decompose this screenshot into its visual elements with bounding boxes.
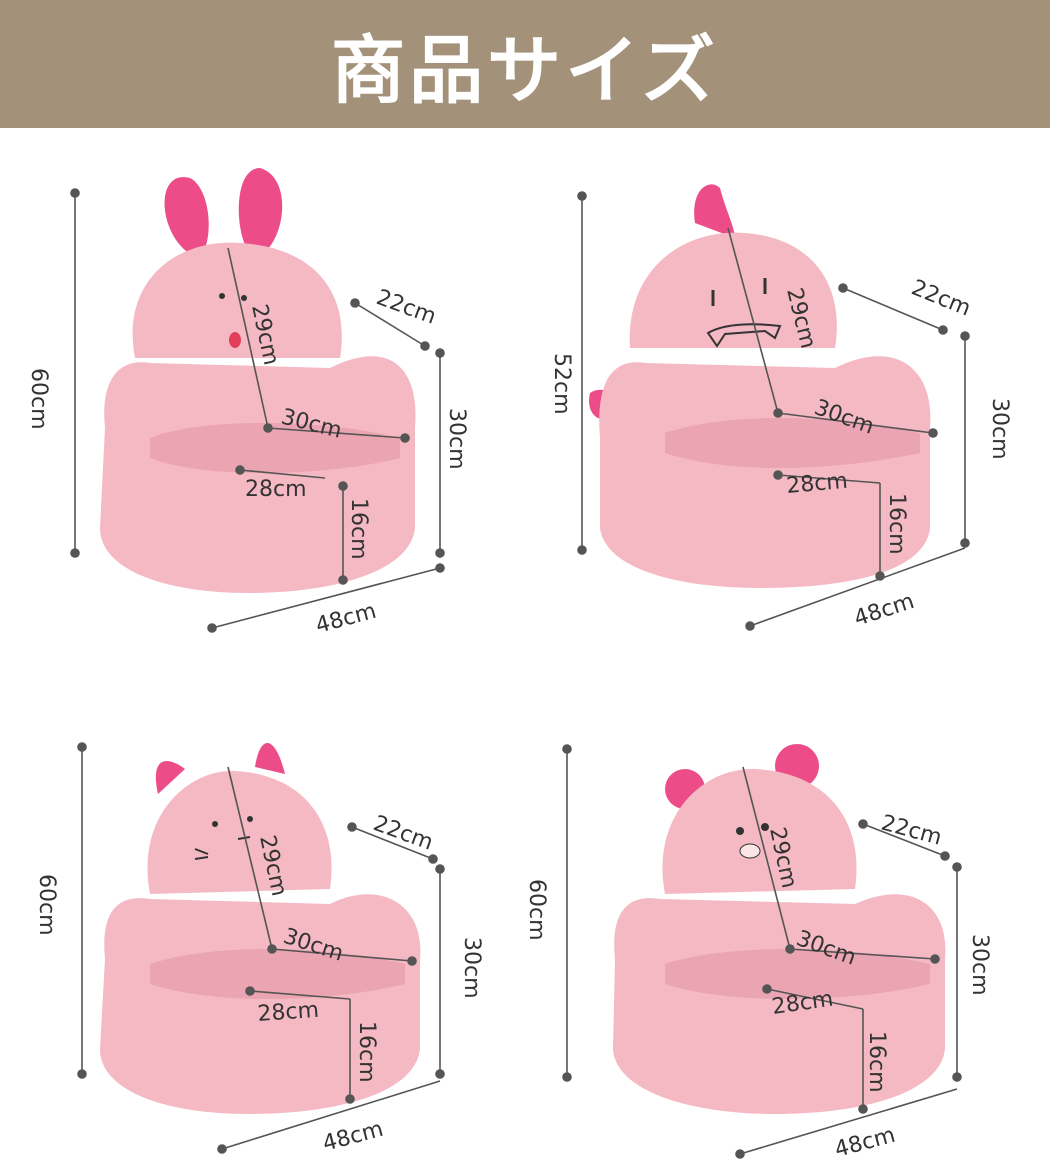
- label-seat-height: 16cm: [346, 498, 371, 560]
- sofa-body: [599, 356, 931, 588]
- eyes: [711, 278, 767, 306]
- label-side-height: 30cm: [987, 398, 1012, 460]
- label-arm-depth: 22cm: [878, 811, 944, 851]
- ear-left: [155, 761, 185, 794]
- mouth: [706, 323, 782, 348]
- label-arm-depth: 22cm: [370, 811, 436, 856]
- label-width: 48cm: [320, 1117, 386, 1157]
- whiskers: [194, 836, 251, 860]
- chair-illustration-rabbit: 60cm 29cm 22cm 30cm 30cm 28cm 16cm 48cm: [26, 168, 469, 639]
- label-seat-height: 16cm: [354, 1021, 379, 1083]
- label-side-height: 30cm: [444, 408, 469, 470]
- label-seat-height: 16cm: [884, 493, 909, 555]
- sofa-body: [100, 356, 416, 593]
- sofa-seat: [665, 418, 920, 468]
- snout: [739, 843, 761, 859]
- chair-panel-cat: 60cm 29cm 22cm 30cm 30cm 28cm 16cm 48cm: [0, 649, 525, 1170]
- label-side-height: 30cm: [967, 934, 992, 996]
- sofa-back: [147, 770, 332, 894]
- horn: [694, 184, 735, 238]
- chair-panel-bear: 60cm 29cm 22cm 30cm 30cm 28cm 16cm 48cm: [525, 649, 1050, 1170]
- label-arm-depth: 22cm: [373, 285, 439, 330]
- label-seat-width: 28cm: [257, 998, 320, 1027]
- sofa-back: [629, 232, 837, 348]
- chair-illustration-cat: 60cm 29cm 22cm 30cm 30cm 28cm 16cm 48cm: [34, 742, 484, 1157]
- eye-right: [761, 823, 769, 831]
- label-seat-width: 28cm: [245, 477, 307, 502]
- label-seat-height: 16cm: [864, 1031, 889, 1093]
- sofa-back: [132, 242, 342, 358]
- ear-left: [164, 177, 209, 258]
- page-title: 商品サイズ: [331, 27, 719, 114]
- label-height: 60cm: [525, 879, 549, 941]
- eye-right: [247, 816, 253, 822]
- eye-left: [736, 827, 744, 835]
- label-arm-depth: 22cm: [908, 275, 974, 321]
- eye-left: [212, 821, 218, 827]
- label-seat-width: 28cm: [785, 469, 848, 499]
- label-width: 48cm: [313, 599, 379, 639]
- ear-right: [238, 168, 283, 258]
- mouth: [229, 332, 241, 348]
- label-width: 48cm: [832, 1123, 898, 1163]
- label-height: 52cm: [549, 353, 574, 415]
- label-height: 60cm: [34, 874, 59, 936]
- label-height: 60cm: [26, 368, 51, 430]
- chair-panel-dinosaur: 52cm 29cm 22cm 30cm 30cm 28cm 16cm 48cm: [525, 128, 1050, 649]
- chair-panel-rabbit: 60cm 29cm 22cm 30cm 30cm 28cm 16cm 48cm: [0, 128, 525, 649]
- header-banner: 商品サイズ: [0, 0, 1050, 128]
- chair-illustration-dinosaur: 52cm 29cm 22cm 30cm 30cm 28cm 16cm 48cm: [549, 184, 1012, 632]
- eye-left: [219, 293, 225, 299]
- sofa-seat: [665, 949, 930, 999]
- ear-right: [255, 743, 285, 774]
- chair-illustration-bear: 60cm 29cm 22cm 30cm 30cm 28cm 16cm 48cm: [525, 744, 992, 1163]
- sofa-seat: [150, 949, 405, 999]
- sofa-seat: [150, 423, 400, 473]
- eye-right: [241, 295, 247, 301]
- label-side-height: 30cm: [459, 937, 484, 999]
- sofa-body: [100, 894, 421, 1114]
- label-width: 48cm: [851, 589, 917, 632]
